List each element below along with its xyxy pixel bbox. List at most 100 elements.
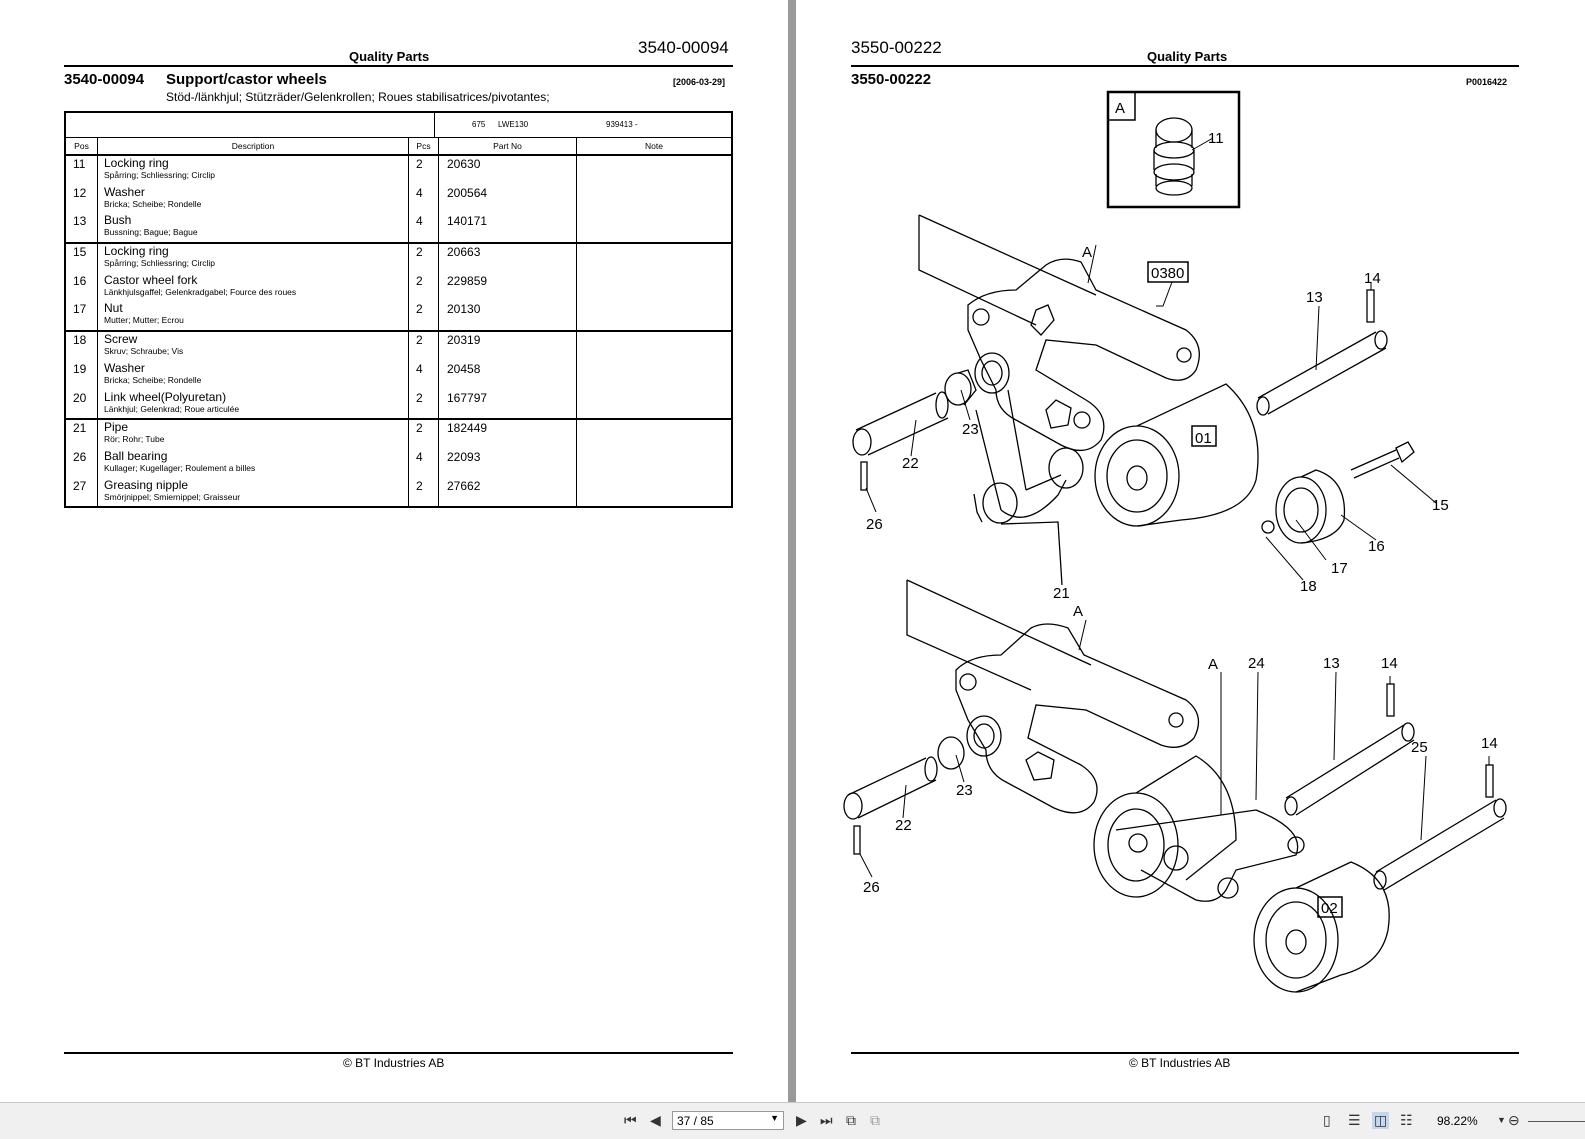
cell-pcs: 4 (409, 448, 439, 478)
cell-pos: 11 (66, 156, 98, 185)
label-01: 01 (1195, 430, 1212, 447)
label-15: 15 (1432, 497, 1449, 514)
footer-rule (851, 1052, 1519, 1054)
cell-pos: 13 (66, 213, 98, 243)
label-14-upper: 14 (1364, 270, 1381, 287)
part-translations: Bricka; Scheibe; Rondelle (104, 374, 202, 385)
cell-pos: 12 (66, 184, 98, 214)
continuous-facing-view-icon[interactable]: ☷ (1400, 1112, 1413, 1128)
page-indicator: 37 / 85 (677, 1114, 714, 1128)
page-dropdown-icon[interactable]: ▼ (770, 1113, 779, 1123)
label-13-lower: 13 (1323, 655, 1340, 672)
next-page-icon[interactable]: ▶ (796, 1112, 807, 1128)
left-footer: © BT Industries AB (343, 1056, 445, 1070)
single-page-view-icon[interactable]: ▯ (1323, 1112, 1331, 1128)
part-translations: Spårring; Schliessring; Circlip (104, 170, 216, 180)
header-rule (851, 65, 1519, 67)
zoom-slider[interactable] (1528, 1121, 1585, 1122)
zoom-dropdown-icon[interactable]: ▼ (1497, 1115, 1506, 1125)
zoom-level[interactable]: 98.22% (1437, 1114, 1478, 1128)
col-note: Note (645, 141, 663, 151)
cell-note (577, 244, 731, 273)
facing-pages-view-icon[interactable]: ◫ (1372, 1112, 1390, 1129)
label-22-lower: 22 (895, 817, 912, 834)
cell-note (577, 449, 731, 478)
paste-page-icon[interactable]: ⧉ (870, 1112, 880, 1128)
last-page-icon[interactable]: ⏭ (820, 1112, 833, 1128)
label-22-upper: 22 (902, 455, 919, 472)
cell-pcs: 2 (409, 301, 439, 331)
cell-note (577, 420, 731, 449)
label-a-lower-nipple: A (1208, 656, 1218, 673)
part-translations: Bussning; Bague; Bague (104, 227, 198, 238)
right-header-number: 3550-00222 (851, 38, 942, 57)
prev-page-icon[interactable]: ◀ (650, 1112, 661, 1128)
cell-pos: 27 (66, 477, 98, 507)
cell-pcs: 2 (409, 156, 439, 185)
cell-partno: 229859 (439, 272, 577, 302)
part-translations: Smörjnippel; Smiernippel; Graisseur (104, 491, 241, 502)
part-translations: Kullager; Kugellager; Roulement a billes (104, 462, 256, 473)
left-header-number: 3540-00094 (638, 38, 729, 57)
page-number-field[interactable]: 37 / 85 ▼ (672, 1111, 784, 1130)
section-subtitle: Stöd-/länkhjul; Stützräder/Gelenkrollen;… (166, 90, 550, 104)
cell-pos: 19 (66, 360, 98, 390)
cell-note (577, 213, 731, 242)
label-26-upper: 26 (866, 516, 883, 533)
part-name: Castor wheel fork (104, 272, 198, 287)
copy-page-icon[interactable]: ⧉ (846, 1112, 856, 1128)
footer-rule (64, 1052, 733, 1054)
cell-partno: 22093 (439, 448, 577, 478)
left-header-title: Quality Parts (349, 49, 430, 64)
part-name: Bush (104, 213, 132, 228)
cell-note (577, 361, 731, 390)
cell-partno: 20130 (439, 301, 577, 331)
cell-partno: 27662 (439, 477, 577, 507)
cell-partno: 182449 (439, 420, 577, 449)
part-name: Screw (104, 332, 138, 347)
part-name: Ball bearing (104, 448, 168, 463)
part-translations: Bricka; Scheibe; Rondelle (104, 198, 202, 209)
part-translations: Skruv; Schraube; Vis (104, 346, 184, 357)
label-14-lower-b: 14 (1481, 735, 1498, 752)
cell-pcs: 2 (409, 332, 439, 361)
label-17: 17 (1331, 560, 1348, 577)
cell-partno: 200564 (439, 184, 577, 214)
part-name: Greasing nipple (104, 477, 189, 492)
viewer-toolbar: ⏮ ◀ 37 / 85 ▼ ▶ ⏭ ⧉ ⧉ ▯ ☰ ◫ ☷ 98.22% ▼ ⊖ (0, 1102, 1585, 1139)
cell-pos: 20 (66, 389, 98, 419)
label-21: 21 (1053, 585, 1070, 602)
cell-partno: 20458 (439, 360, 577, 390)
cell-partno: 20630 (439, 156, 577, 185)
zoom-out-icon[interactable]: ⊖ (1508, 1112, 1520, 1128)
right-page: 3550-00222 Quality Parts 3550-00222 P001… (796, 0, 1585, 1102)
part-name: Locking ring (104, 244, 169, 259)
exploded-parts-diagram: A 11 A 0380 14 13 23 22 01 15 26 16 17 1… (843, 90, 1507, 993)
part-name: Washer (104, 184, 145, 199)
model-row: 675 LWE130 939413 - (66, 113, 731, 138)
cell-pcs: 2 (409, 244, 439, 273)
label-a-lower: A (1073, 603, 1083, 620)
cell-note (577, 273, 731, 302)
part-translations: Länkhjul; Gelenkrad; Roue articulée (104, 403, 240, 414)
part-translations: Länkhjulsgaffel; Gelenkradgabel; Fource … (104, 286, 297, 297)
cell-note (577, 301, 731, 330)
part-name: Pipe (104, 420, 129, 435)
continuous-view-icon[interactable]: ☰ (1348, 1112, 1361, 1128)
first-page-icon[interactable]: ⏮ (624, 1112, 637, 1128)
cell-note (577, 185, 731, 214)
